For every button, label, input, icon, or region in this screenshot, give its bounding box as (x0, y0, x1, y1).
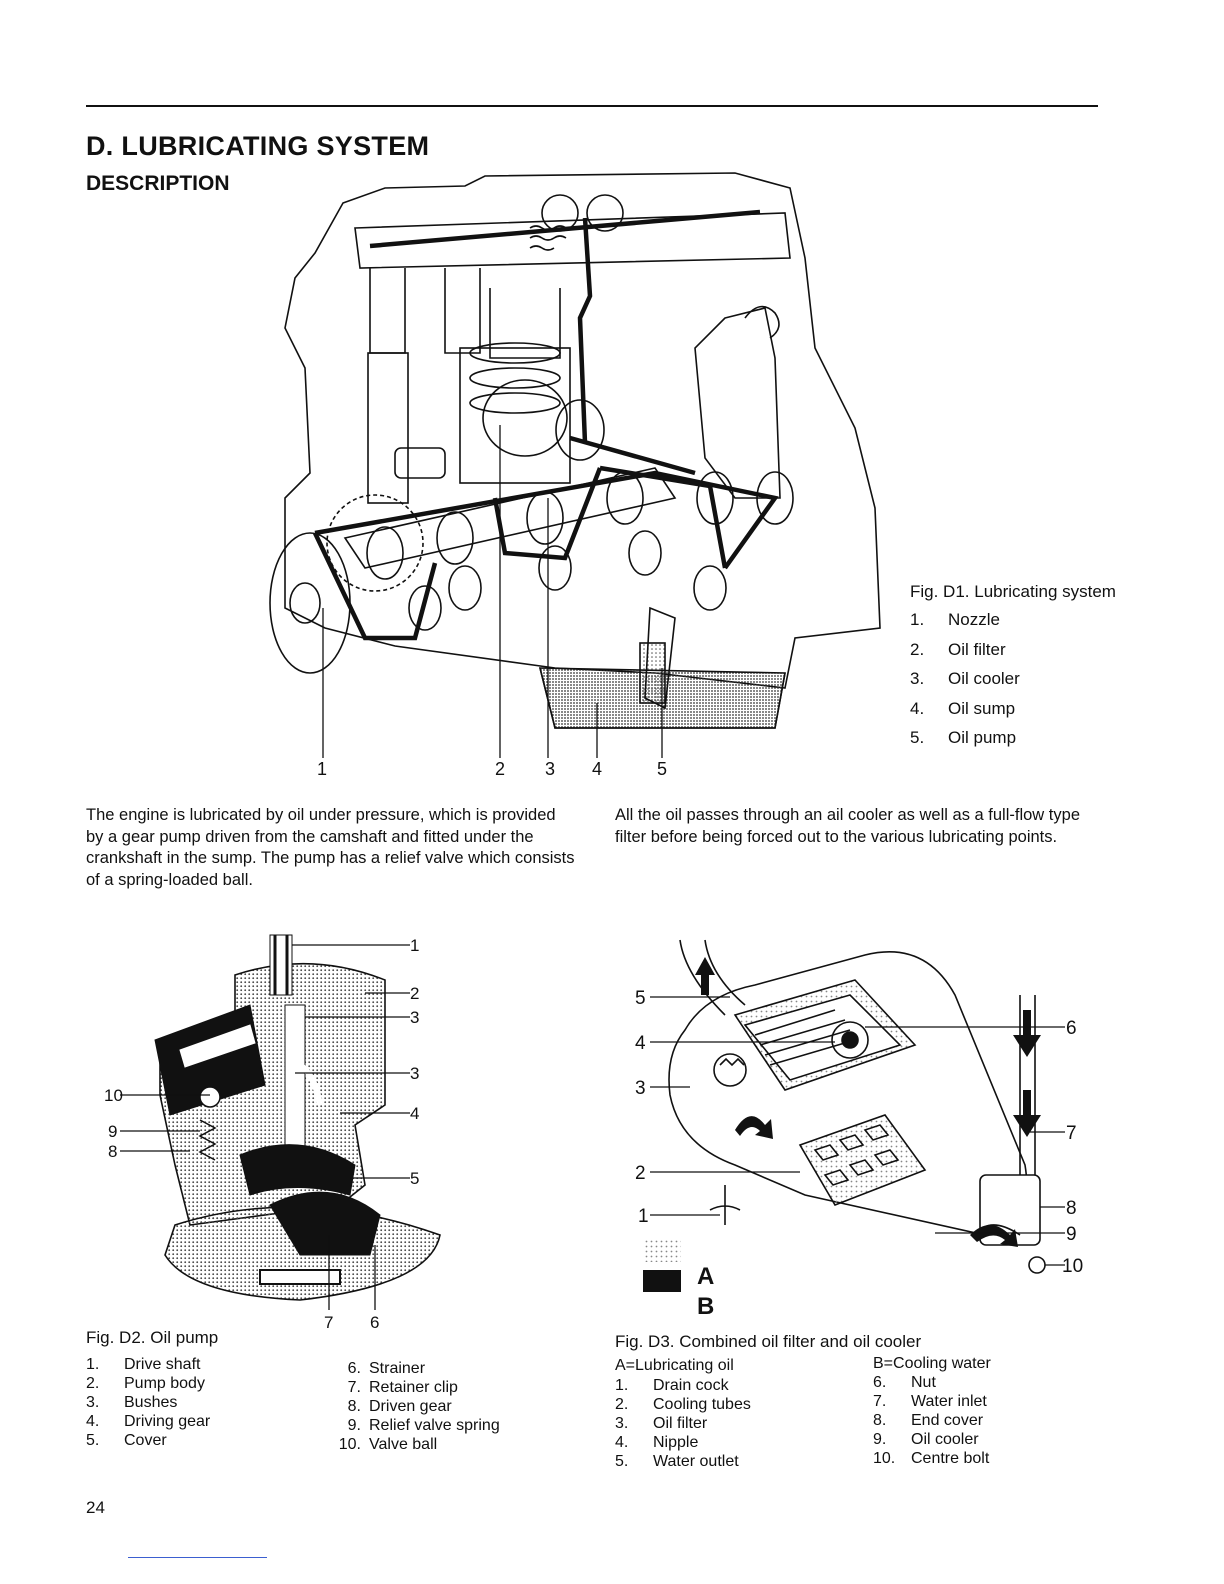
legend-item: 6.Strainer (347, 1360, 426, 1377)
legend-item: 7.Water inlet (873, 1393, 987, 1410)
d3-callout-5: 5 (635, 988, 646, 1009)
legend-item: 8.End cover (873, 1412, 984, 1429)
d2-callout-6: 6 (370, 1313, 379, 1332)
legend-item: 6.Nut (873, 1374, 936, 1391)
legend-item: 3.Oil filter (615, 1415, 708, 1432)
footer-link-underline (128, 1557, 267, 1558)
legend-item: 2.Oil filter (910, 639, 1006, 659)
oil-pump-illustration: 1 2 3 3 4 5 10 9 8 7 6 (104, 934, 441, 1332)
fig-d3-legend-right: 6.Nut 7.Water inlet 8.End cover 9.Oil co… (873, 1373, 989, 1468)
d2-callout-8: 8 (108, 1142, 117, 1161)
legend-item: 4.Oil sump (910, 698, 1016, 718)
d2-callout-3a: 3 (410, 1008, 419, 1027)
d1-callout-4: 4 (592, 759, 602, 779)
legend-item: 1.Drive shaft (86, 1356, 201, 1373)
oil-filter-cooler-illustration: 5 4 3 2 1 6 7 8 9 10 A B (635, 939, 1083, 1320)
legend-item: 4.Driving gear (86, 1413, 211, 1430)
legend-item: 2.Cooling tubes (615, 1396, 751, 1413)
swatch-label-b: B (697, 1293, 714, 1320)
body-paragraph-left: The engine is lubricated by oil under pr… (86, 806, 575, 889)
fig-d3-caption: Fig. D3. Combined oil filter and oil coo… (615, 1332, 922, 1351)
d2-callout-9: 9 (108, 1122, 117, 1141)
body-paragraph-right: All the oil passes through an ail cooler… (615, 806, 1080, 846)
d2-callout-5: 5 (410, 1169, 419, 1188)
fig-d1-legend: 1.Nozzle 2.Oil filter 3.Oil cooler 4.Oil… (910, 605, 1020, 753)
legend-item: 10.Valve ball (338, 1436, 438, 1453)
fig-d2-legend-right: 6.Strainer 7.Retainer clip 8.Driven gear… (333, 1359, 500, 1454)
legend-item: 1.Drain cock (615, 1377, 729, 1394)
d2-callout-7: 7 (324, 1313, 333, 1332)
d3-callout-3: 3 (635, 1078, 646, 1099)
d3-callout-8: 8 (1066, 1198, 1077, 1219)
d1-callout-5: 5 (657, 759, 667, 779)
fig-d3-legend-left: 1.Drain cock 2.Cooling tubes 3.Oil filte… (615, 1376, 751, 1471)
legend-item: 5.Water outlet (615, 1453, 739, 1470)
fig-d2-legend-left: 1.Drive shaft 2.Pump body 3.Bushes 4.Dri… (86, 1355, 210, 1450)
d3-callout-2: 2 (635, 1163, 646, 1184)
d2-callout-3b: 3 (410, 1064, 419, 1083)
d2-callout-4: 4 (410, 1104, 419, 1123)
fig-d2-caption: Fig. D2. Oil pump (86, 1328, 219, 1347)
d3-callout-6: 6 (1066, 1018, 1077, 1039)
fig-d3-key-b: B=Cooling water (873, 1355, 991, 1372)
legend-item: 1.Nozzle (910, 610, 1000, 629)
header-rule (86, 105, 1098, 107)
legend-item: 8.Driven gear (347, 1398, 452, 1415)
d3-callout-4: 4 (635, 1033, 646, 1054)
legend-item: 5.Cover (86, 1432, 167, 1449)
legend-item: 3.Oil cooler (910, 669, 1020, 688)
d3-callout-7: 7 (1066, 1123, 1077, 1144)
page-number: 24 (86, 1498, 105, 1517)
legend-item: 7.Retainer clip (347, 1379, 458, 1396)
fig-d1-caption: Fig. D1. Lubricating system (910, 582, 1116, 601)
d2-callout-1: 1 (410, 936, 419, 955)
legend-item: 3.Bushes (86, 1394, 178, 1411)
engine-lubrication-illustration: 1 2 3 4 5 (269, 172, 881, 779)
legend-item: 10.Centre bolt (873, 1450, 990, 1467)
d3-callout-1: 1 (638, 1206, 649, 1227)
legend-item: 9.Oil cooler (873, 1431, 979, 1448)
d3-callout-9: 9 (1066, 1224, 1077, 1245)
d1-callout-1: 1 (317, 759, 327, 779)
d3-callout-10: 10 (1062, 1256, 1083, 1277)
section-title: D. LUBRICATING SYSTEM (86, 131, 430, 161)
d2-callout-10: 10 (104, 1086, 123, 1105)
legend-item: 2.Pump body (86, 1375, 205, 1392)
section-subtitle: DESCRIPTION (86, 172, 230, 195)
d1-callout-3: 3 (545, 759, 555, 779)
legend-item: 4.Nipple (615, 1434, 699, 1451)
legend-item: 5.Oil pump (910, 728, 1017, 747)
swatch-label-a: A (697, 1263, 714, 1290)
d1-callout-2: 2 (495, 759, 505, 779)
legend-item: 9.Relief valve spring (347, 1417, 500, 1434)
d2-callout-2: 2 (410, 984, 419, 1003)
fig-d3-key-a: A=Lubricating oil (615, 1357, 734, 1374)
